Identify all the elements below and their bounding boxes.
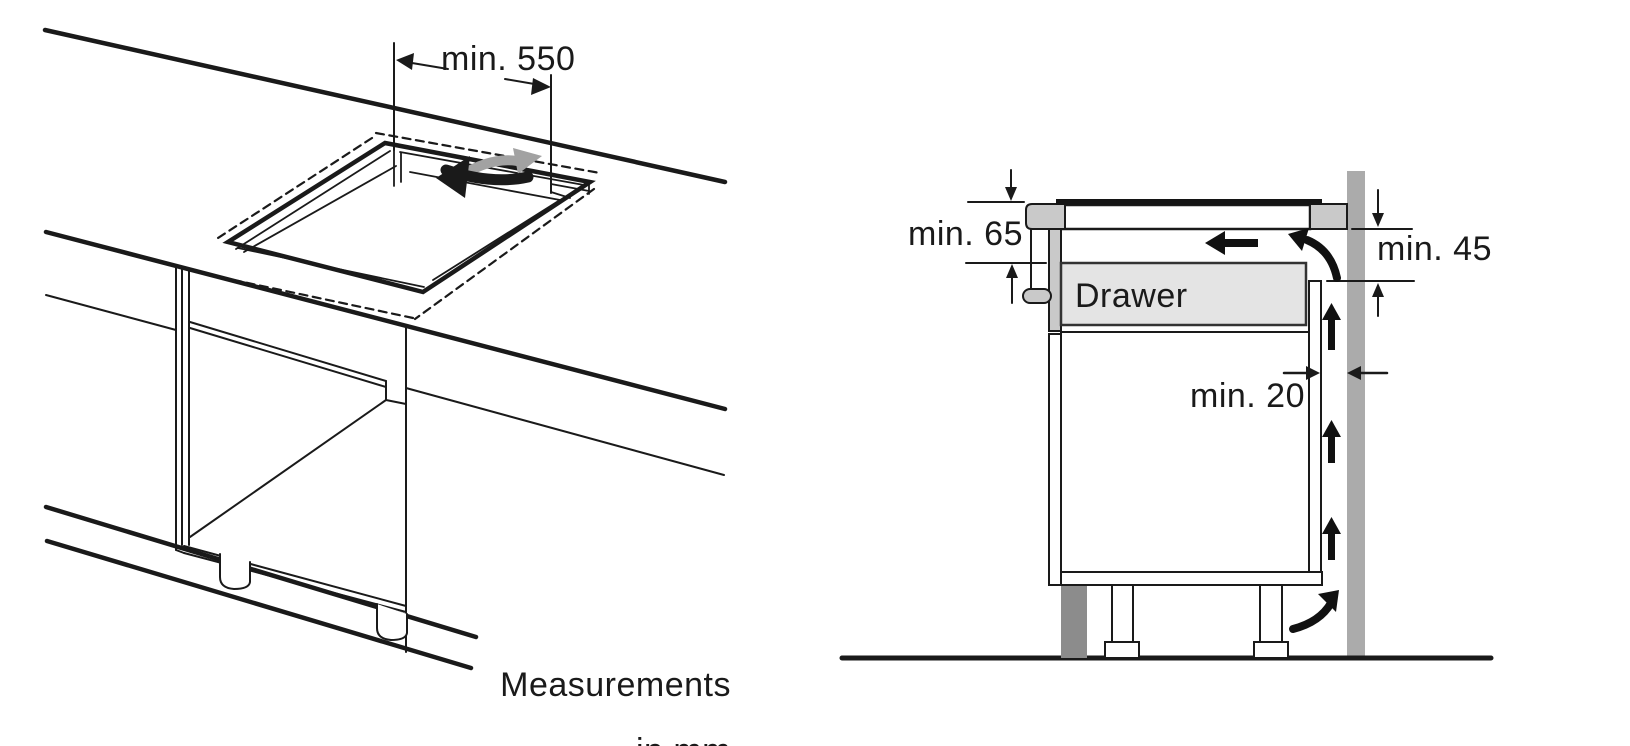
plinth — [1061, 585, 1087, 658]
worktop-cutout — [194, 131, 602, 321]
cabinet-section-figure — [839, 169, 1494, 661]
airflow-curved-top-arrow-icon — [1288, 228, 1341, 282]
airflow-arrows — [1205, 228, 1341, 633]
hob-glass-top — [1056, 199, 1322, 205]
wall — [1347, 171, 1365, 658]
cabinet-interior — [1060, 331, 1310, 573]
dimension-45 — [1326, 189, 1415, 317]
dimension-65 — [965, 169, 1047, 304]
dimension-arrowhead — [1347, 366, 1361, 380]
cabinet-legs-section — [1104, 584, 1289, 659]
drawer-runner-peg — [1022, 288, 1052, 304]
hob-body — [1061, 203, 1312, 231]
dimension-arrowhead — [531, 78, 551, 95]
airflow-curved-bottom-arrow-icon — [1289, 590, 1339, 633]
dimension-550 — [393, 42, 552, 194]
airflow-up-arrow-icon — [1322, 303, 1341, 350]
worktop-isometric-figure — [42, 27, 728, 671]
dimension-arrowhead — [1006, 264, 1018, 278]
drawer-box — [1059, 261, 1308, 327]
dimension-arrowhead — [396, 53, 414, 70]
cutout-inner-walls — [235, 149, 590, 288]
cabinet-carcass — [1030, 228, 1323, 586]
dimension-label-65: min. 65 — [908, 215, 1023, 253]
units-note-line2: in mm — [636, 732, 731, 746]
dimension-label-550: min. 550 — [441, 40, 576, 78]
worktop-left-section — [1025, 203, 1066, 230]
cabinet-leg-foot — [1253, 641, 1289, 659]
cabinet-legs — [219, 553, 408, 642]
cabinet-interior-edge — [189, 399, 387, 538]
cutout-rim — [222, 140, 596, 295]
dimension-arrowhead — [1372, 213, 1384, 227]
dimension-arrowhead — [1372, 283, 1384, 297]
cabinet-back-panel — [1308, 280, 1322, 573]
dimension-arrowhead — [1306, 366, 1320, 380]
hob-section — [1025, 199, 1348, 231]
cabinet-bottom-shelf — [1048, 571, 1323, 586]
drawer-label: Drawer — [1075, 277, 1188, 315]
cabinet-leg — [1259, 584, 1283, 643]
cabinet-leg — [376, 603, 408, 642]
airflow-up-arrow-icon — [1322, 420, 1341, 463]
insert-direction-arrow-icon — [436, 148, 542, 198]
airflow-left-arrow-icon — [1205, 231, 1258, 255]
units-note: Measurements in mm — [460, 636, 731, 746]
dimension-20 — [1282, 366, 1389, 380]
lower-shelf-edges — [43, 504, 479, 671]
hob-outline-dashed — [194, 131, 602, 321]
countertop-edges — [42, 27, 728, 476]
cabinet-leg — [219, 553, 251, 591]
cabinet-front-panel — [1048, 333, 1062, 586]
cabinet-front-rail — [1048, 228, 1062, 332]
dimension-arrowhead — [1005, 187, 1017, 201]
base-cabinet-isometric — [175, 265, 407, 653]
units-note-line1: Measurements — [500, 666, 731, 704]
dimension-label-45: min. 45 — [1377, 230, 1492, 268]
airflow-up-arrow-icon — [1322, 517, 1341, 560]
worktop-right-section — [1309, 203, 1348, 230]
dimension-label-20: min. 20 — [1190, 377, 1305, 415]
cabinet-leg-foot — [1104, 641, 1140, 659]
cabinet-leg — [1111, 584, 1134, 643]
